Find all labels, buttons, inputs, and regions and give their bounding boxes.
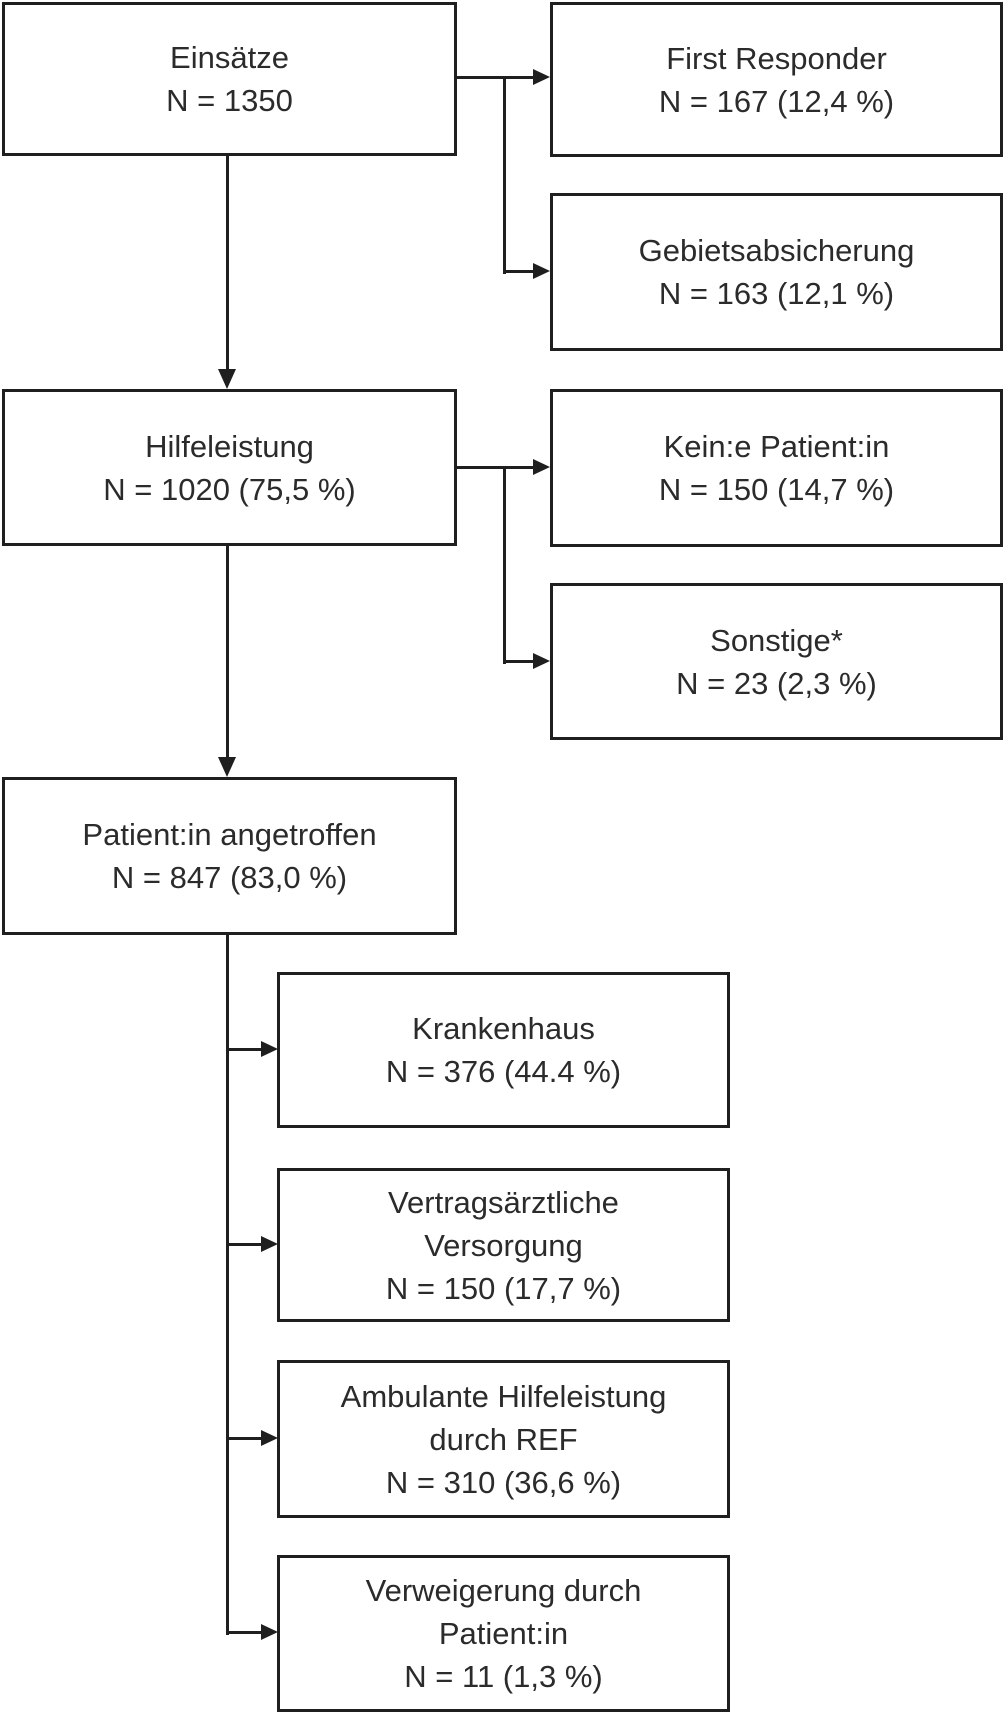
arrowhead-right-icon (261, 1624, 278, 1640)
node-count: N = 167 (12,4 %) (658, 83, 895, 119)
arrowhead-right-icon (261, 1041, 278, 1057)
node-label: First Responder (666, 40, 887, 76)
node-first-responder: First Responder N = 167 (12,4 %) (550, 2, 1003, 157)
connector-einsaetze-gebiet-vertical (503, 76, 506, 274)
node-label: Hilfeleistung (145, 428, 314, 464)
connector-einsaetze-hilfeleistung (226, 156, 229, 372)
node-label: Verweigerung durch (365, 1573, 642, 1608)
node-label: Krankenhaus (412, 1011, 595, 1046)
node-label: Gebietsabsicherung (638, 233, 915, 268)
arrowhead-down-icon (218, 757, 236, 777)
connector-einsaetze-first-responder (455, 76, 535, 79)
arrowhead-right-icon (261, 1430, 278, 1446)
connector-patientin-vertrags (227, 1243, 262, 1246)
node-patientin-angetroffen: Patient:in angetroffen N = 847 (83,0 %) (2, 777, 457, 935)
node-verweigerung: Verweigerung durch Patient:in N = 11 (1,… (277, 1555, 730, 1712)
node-label: Kein:e Patient:in (663, 429, 890, 464)
node-krankenhaus: Krankenhaus N = 376 (44.4 %) (277, 972, 730, 1128)
node-vertragsaerztliche-versorgung: Vertragsärztliche Versorgung N = 150 (17… (277, 1168, 730, 1322)
node-label: Versorgung (424, 1227, 583, 1263)
arrowhead-right-icon (533, 263, 550, 279)
node-count: N = 23 (2,3 %) (676, 665, 877, 701)
arrowhead-right-icon (261, 1236, 278, 1252)
node-count: N = 11 (1,3 %) (404, 1659, 603, 1694)
node-label: durch REF (429, 1421, 578, 1457)
node-label: Ambulante Hilfeleistung (340, 1378, 667, 1414)
node-label: Einsätze (170, 40, 289, 75)
node-keine-patientin: Kein:e Patient:in N = 150 (14,7 %) (550, 389, 1003, 547)
node-sonstige: Sonstige* N = 23 (2,3 %) (550, 583, 1003, 740)
connector-patientin-krankenhaus (227, 1048, 262, 1051)
node-count: N = 847 (83,0 %) (111, 860, 348, 895)
connector-patientin-trunk (226, 935, 229, 1635)
node-count: N = 1350 (166, 83, 293, 118)
node-einsaetze: Einsätze N = 1350 (2, 2, 457, 156)
arrowhead-right-icon (533, 459, 550, 475)
node-count: N = 150 (17,7 %) (385, 1270, 622, 1306)
node-label: Patient:in (438, 1616, 569, 1651)
node-ambulante-hilfeleistung: Ambulante Hilfeleistung durch REF N = 31… (277, 1360, 730, 1518)
node-label: Sonstige* (710, 622, 843, 658)
node-gebietsabsicherung: Gebietsabsicherung N = 163 (12,1 %) (550, 193, 1003, 351)
node-label: Vertragsärztliche (388, 1184, 619, 1220)
node-count: N = 1020 (75,5 %) (103, 471, 356, 507)
node-label: Patient:in angetroffen (82, 817, 377, 852)
node-count: N = 163 (12,1 %) (658, 276, 895, 311)
arrowhead-right-icon (533, 69, 550, 85)
arrowhead-down-icon (218, 369, 236, 389)
node-count: N = 376 (44.4 %) (385, 1054, 622, 1089)
connector-patientin-verweigerung (227, 1631, 262, 1634)
connector-hilfeleistung-sonstige (503, 660, 535, 663)
connector-einsaetze-gebiet (503, 270, 535, 273)
connector-hilfeleistung-patientin (226, 546, 229, 758)
connector-hilfeleistung-sonstige-vertical (503, 466, 506, 664)
node-hilfeleistung: Hilfeleistung N = 1020 (75,5 %) (2, 389, 457, 546)
node-count: N = 310 (36,6 %) (385, 1464, 622, 1500)
node-count: N = 150 (14,7 %) (658, 472, 895, 507)
connector-hilfeleistung-keine-patientin (455, 466, 535, 469)
connector-patientin-ambulante (227, 1437, 262, 1440)
arrowhead-right-icon (533, 653, 550, 669)
